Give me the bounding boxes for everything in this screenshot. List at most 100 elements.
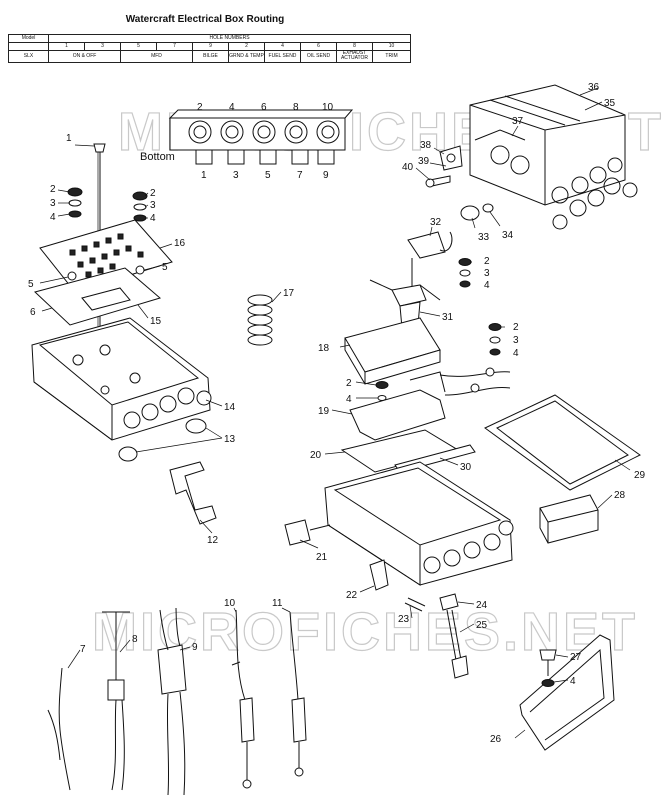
fuse-23 [404, 597, 426, 612]
callout-21: 21 [316, 552, 328, 563]
callout-25: 25 [476, 620, 488, 631]
callout-35: 35 [604, 98, 616, 109]
callout-28: 28 [614, 490, 626, 501]
bracket-38 [439, 145, 463, 171]
callout-5: 5 [162, 262, 168, 273]
callout-40: 40 [402, 162, 414, 173]
callout-12: 12 [207, 535, 219, 546]
routing-connector-strip [168, 109, 354, 165]
nut-stack-upper [458, 258, 472, 288]
callout-4: 4 [346, 394, 352, 405]
callout-4: 4 [570, 676, 576, 687]
hole-label: 3 [233, 170, 239, 181]
grommet-33-34 [460, 203, 494, 221]
nut-stack-left [67, 187, 83, 218]
routing-cell: ON & OFF [48, 50, 121, 63]
callout-26: 26 [490, 734, 502, 745]
callout-4: 4 [150, 213, 156, 224]
wire-terminals [439, 367, 511, 396]
callout-15: 15 [150, 316, 162, 327]
washer-5 [67, 271, 77, 281]
callout-37: 37 [512, 116, 524, 127]
hole-label: 5 [265, 170, 271, 181]
callout-19: 19 [318, 406, 330, 417]
solenoid-31 [369, 279, 441, 329]
routing-cell: TRIM [371, 50, 412, 63]
harness-8 [102, 611, 130, 791]
callout-4: 4 [484, 280, 490, 291]
bracket-19 [349, 371, 446, 441]
routing-table: Model HOLE NUMBERS 1 3 5 7 9 2 4 6 8 10 … [8, 34, 412, 63]
harness-9 [157, 607, 187, 796]
harness-7 [47, 667, 71, 791]
callout-33: 33 [478, 232, 490, 243]
connector-21 [284, 519, 331, 546]
callout-36: 36 [588, 82, 600, 93]
callout-2: 2 [150, 188, 156, 199]
callout-2: 2 [50, 184, 56, 195]
callout-29: 29 [634, 470, 646, 481]
callout-2: 2 [346, 378, 352, 389]
callout-24: 24 [476, 600, 488, 611]
callout-3: 3 [50, 198, 56, 209]
callout-39: 39 [418, 156, 430, 167]
callout-4: 4 [513, 348, 519, 359]
hole-label: 2 [197, 102, 203, 113]
hole-label: 4 [229, 102, 235, 113]
module-28 [539, 494, 599, 544]
hole-label: 7 [297, 170, 303, 181]
callout-9: 9 [192, 642, 198, 653]
hole-label: 8 [293, 102, 299, 113]
assembled-box [469, 84, 638, 230]
hole-label: 10 [322, 102, 334, 113]
bolt-27 [539, 649, 557, 687]
bottom-label: Bottom [140, 151, 175, 163]
callout-14: 14 [224, 402, 236, 413]
callout-22: 22 [346, 590, 358, 601]
callout-7: 7 [80, 644, 86, 655]
callout-6: 6 [30, 307, 36, 318]
callout-1: 1 [66, 133, 72, 144]
fuse-holder-24-25 [439, 593, 469, 679]
callout-27: 27 [570, 652, 582, 663]
callout-34: 34 [502, 230, 514, 241]
spring-17 [247, 294, 273, 346]
nut-stack-mid [488, 323, 502, 356]
callout-18: 18 [318, 343, 330, 354]
hole-label: 6 [261, 102, 267, 113]
callout-3: 3 [150, 200, 156, 211]
callout-30: 30 [460, 462, 472, 473]
diagram-title: Watercraft Electrical Box Routing [125, 14, 285, 25]
bracket-12 [169, 461, 217, 525]
callout-31: 31 [442, 312, 454, 323]
callout-5: 5 [28, 279, 34, 290]
hole-label: 9 [323, 170, 329, 181]
callout-8: 8 [132, 634, 138, 645]
callout-2: 2 [513, 322, 519, 333]
leader-lines [39, 87, 631, 739]
clip-22 [369, 559, 389, 591]
screw-40 [425, 175, 451, 188]
callout-11: 11 [272, 598, 283, 609]
harness-10 [231, 609, 255, 789]
module-18 [344, 317, 441, 385]
washer-5 [135, 265, 145, 275]
right-box-base [324, 461, 514, 586]
callout-4: 4 [50, 212, 56, 223]
callout-32: 32 [430, 217, 442, 228]
callout-3: 3 [484, 268, 490, 279]
callout-23: 23 [398, 614, 410, 625]
plug-13 [118, 418, 207, 462]
callout-2: 2 [484, 256, 490, 267]
left-box-base [31, 317, 212, 441]
bracket-26 [519, 634, 615, 751]
nut-stack-right [132, 191, 148, 222]
connector-32 [407, 231, 453, 300]
callout-38: 38 [420, 140, 432, 151]
callout-17: 17 [283, 288, 295, 299]
gasket-29 [484, 394, 641, 491]
routing-cell: EXHAUST ACTUATOR [336, 50, 373, 63]
hole-label: 1 [201, 170, 207, 181]
callout-3: 3 [513, 335, 519, 346]
